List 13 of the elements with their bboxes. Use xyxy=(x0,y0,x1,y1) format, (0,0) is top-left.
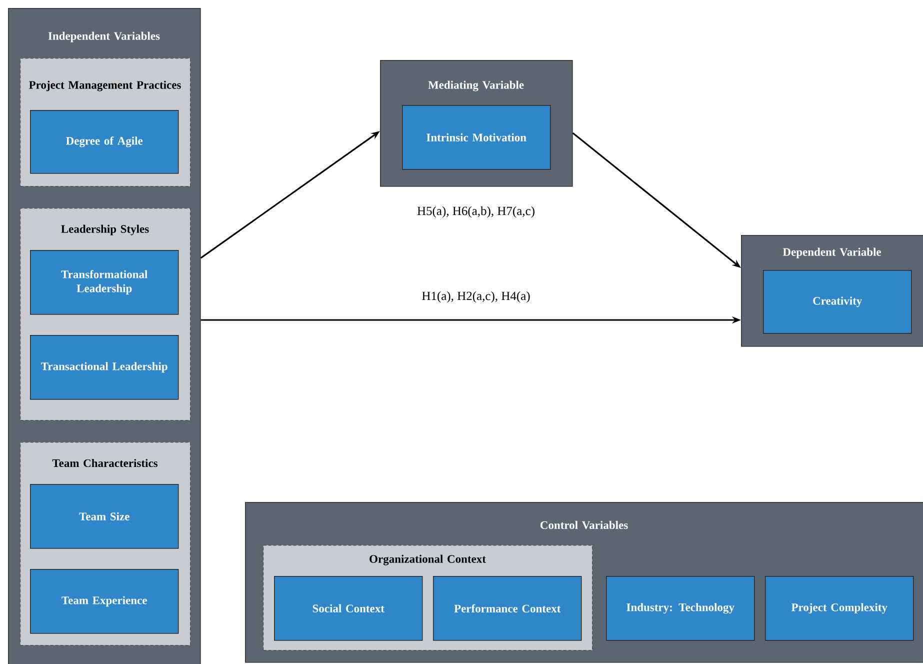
variable-box: Team Experience xyxy=(30,569,179,634)
variable-box: Transformational Leadership xyxy=(30,250,179,315)
variable-box: Social Context xyxy=(274,576,423,641)
variable-box: Performance Context xyxy=(433,576,582,641)
variable-box: Project Complexity xyxy=(765,576,914,641)
variable-box: Transactional Leadership xyxy=(30,335,179,400)
variable-box: Intrinsic Motivation xyxy=(402,105,551,170)
hypothesis-label: H5(a), H6(a,b), H7(a,c) xyxy=(417,206,534,218)
variable-box: Degree of Agile xyxy=(30,110,179,174)
edge-label: H1(a), H2(a,c), H4(a) xyxy=(420,290,532,304)
variable-box: Industry: Technology xyxy=(606,576,755,641)
variable-box: Team Size xyxy=(30,484,179,549)
variable-box: Creativity xyxy=(763,270,912,334)
